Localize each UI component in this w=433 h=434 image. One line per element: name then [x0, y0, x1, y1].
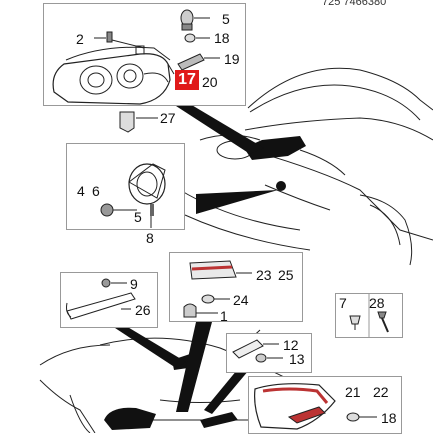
tail-inner-lamp-icon: [183, 260, 252, 318]
callout-5-fog: 5: [134, 209, 142, 225]
callout-28: 28: [369, 295, 385, 311]
callout-26: 26: [135, 302, 151, 318]
callout-22: 22: [373, 384, 389, 400]
callout-27: 27: [160, 110, 176, 126]
callout-24: 24: [233, 292, 249, 308]
foglamp-icon: [100, 163, 166, 228]
callout-17-highlight: 17: [175, 70, 199, 90]
callout-21: 21: [345, 384, 361, 400]
fastener-icons: [349, 294, 389, 337]
reflector-icon: [66, 278, 136, 320]
tail-outer-group-box: 21 22 18: [248, 376, 402, 434]
callout-20: 20: [202, 74, 218, 90]
callout-13: 13: [289, 351, 305, 367]
fasteners-group-box: 7 28: [335, 293, 403, 338]
callout-9: 9: [130, 276, 138, 292]
callout-25: 25: [278, 267, 294, 283]
callout-1: 1: [220, 308, 228, 324]
callout-18: 18: [214, 30, 230, 46]
callout-19: 19: [224, 51, 240, 67]
callout-23: 23: [256, 267, 272, 283]
callout-18-tail: 18: [381, 410, 397, 426]
foglamp-group-box: 4 6 5: [66, 143, 185, 230]
headlamp-icon: [52, 9, 220, 105]
callout-12: 12: [283, 337, 299, 353]
callout-6: 6: [92, 183, 100, 199]
callout-8: 8: [146, 230, 154, 246]
tail-inner-group-box: 23 25 24 1: [169, 252, 303, 324]
tail-outer-lamp-icon: [254, 383, 377, 430]
callout-4: 4: [77, 183, 85, 199]
reflector-group-box: 9 26: [60, 272, 158, 328]
callout-2: 2: [76, 31, 84, 47]
header-code: 725 7466380: [322, 0, 387, 8]
callout-7: 7: [339, 295, 347, 311]
plate-lamp-group-box: 12 13: [226, 333, 312, 373]
plate-lamp-icon: [232, 339, 283, 363]
headlamp-group-box: 2 5 18 19 17 20: [43, 3, 246, 106]
callout-5: 5: [222, 11, 230, 27]
